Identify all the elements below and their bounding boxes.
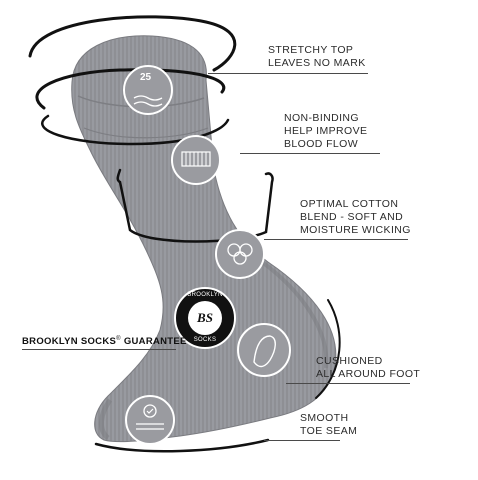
leader-line [264, 239, 408, 240]
feature-non-binding: NON-BINDING HELP IMPROVE BLOOD FLOW [284, 112, 368, 150]
brand-badge [174, 287, 236, 349]
cushion-foot-icon [237, 323, 291, 377]
leader-line [240, 153, 380, 154]
brand-guarantee: BROOKLYN SOCKS® GUARANTEE [22, 336, 187, 347]
feature-stretchy-top: STRETCHY TOP LEAVES NO MARK [268, 44, 366, 69]
leader-line [22, 349, 176, 350]
feature-cushioned: CUSHIONED ALL AROUND FOOT [316, 355, 421, 380]
feature-cotton-blend: OPTIMAL COTTON BLEND - SOFT AND MOISTURE… [300, 198, 411, 236]
guarantee-label: GUARANTEE [123, 336, 187, 348]
badge-monogram: BS [197, 310, 213, 325]
badge-bottom-text: SOCKS [193, 337, 217, 343]
registered-mark: ® [116, 336, 121, 342]
stretch-fabric-icon [123, 65, 173, 115]
weave-icon [171, 135, 221, 185]
cotton-flower-icon [215, 229, 265, 279]
size-number-label: 25 [140, 72, 152, 83]
feature-toe-seam: SMOOTH TOE SEAM [300, 412, 358, 437]
compression-band [116, 168, 274, 243]
smooth-seam-icon [125, 395, 175, 445]
stretch-ring [28, 15, 237, 72]
badge-top-text: BROOKLYN [187, 292, 223, 298]
leader-line [208, 73, 368, 74]
leader-line [286, 383, 410, 384]
leader-line [264, 440, 340, 441]
guarantee-brand: BROOKLYN SOCKS [22, 336, 117, 348]
